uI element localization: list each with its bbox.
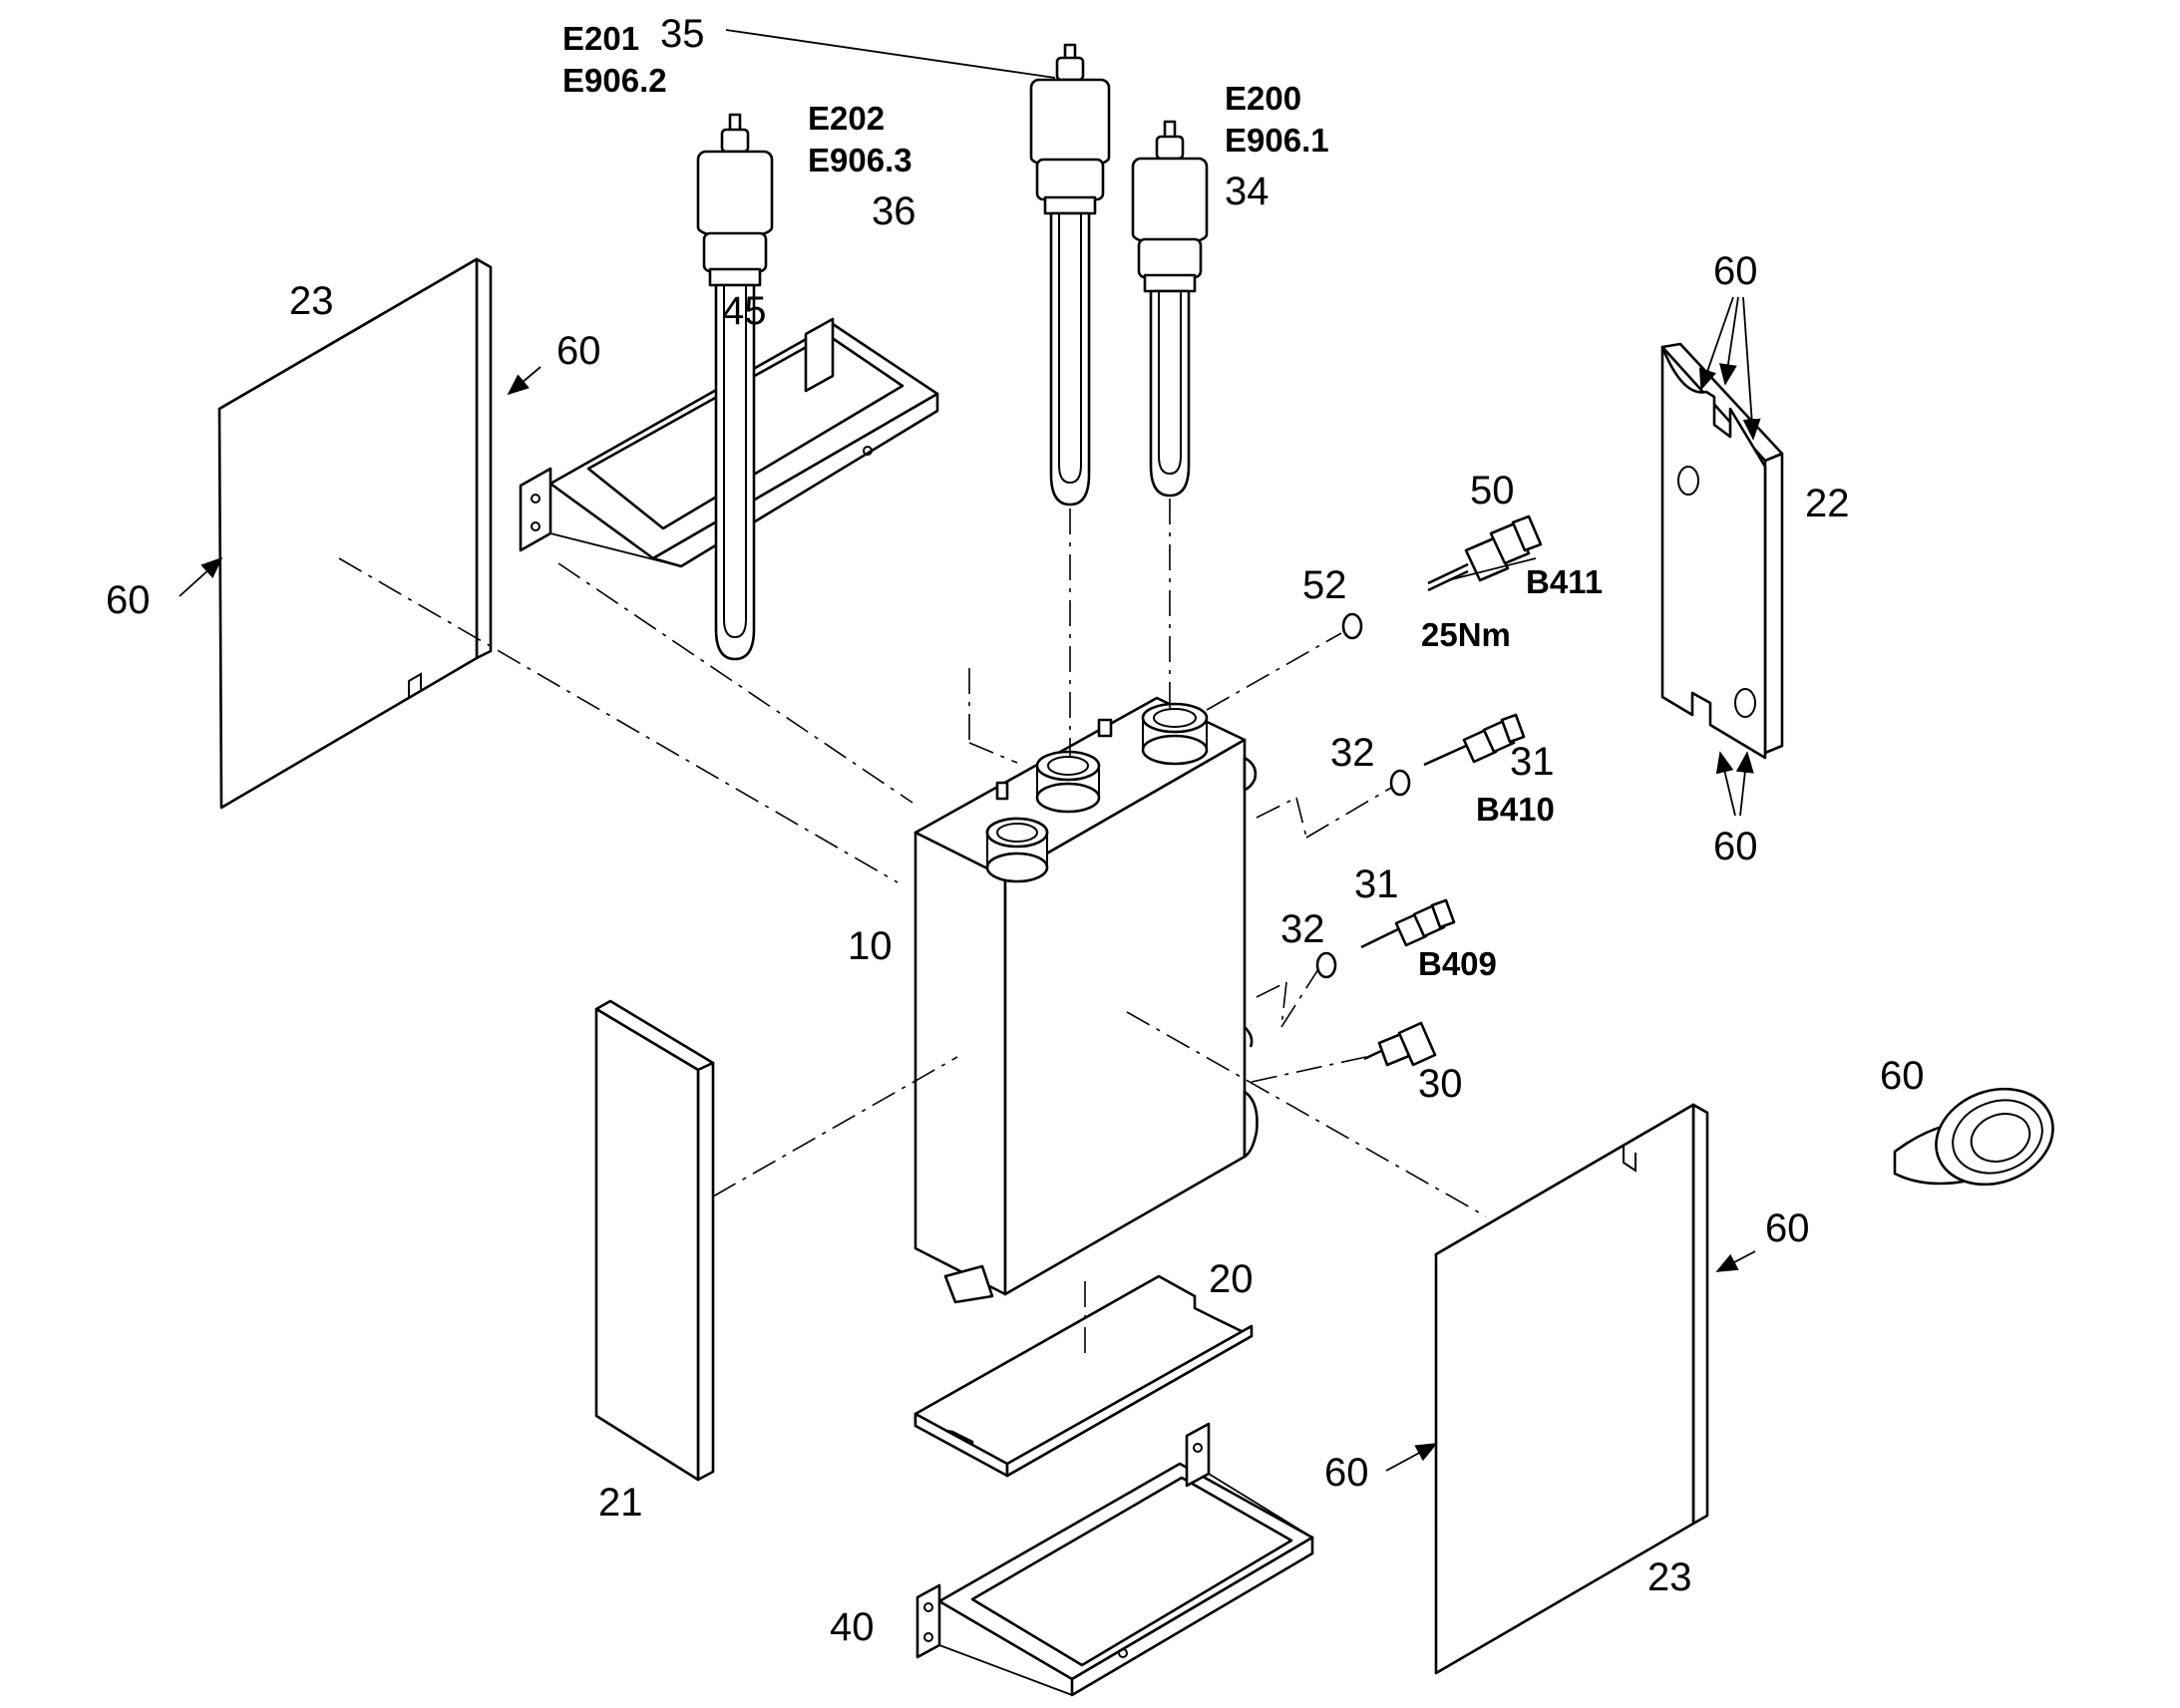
callout-23-right: 23 xyxy=(1647,1555,1692,1599)
tank-port-right xyxy=(1141,702,1209,766)
tank-port-left xyxy=(985,817,1049,883)
callout-21: 21 xyxy=(598,1481,643,1525)
leader-lines xyxy=(179,29,1761,1472)
callout-32-lower: 32 xyxy=(1280,907,1325,951)
callout-32-upper: 32 xyxy=(1330,731,1375,775)
callout-31-lower: 31 xyxy=(1354,862,1399,906)
code-e906-2: E906.2 xyxy=(562,62,667,99)
side-panel-21 xyxy=(594,999,715,1482)
callout-22: 22 xyxy=(1805,482,1850,525)
code-b409: B409 xyxy=(1418,945,1497,982)
code-e200: E200 xyxy=(1225,80,1301,117)
o-ring-32-lower xyxy=(1315,951,1337,979)
code-e202: E202 xyxy=(808,100,885,137)
callout-60-upper-left: 60 xyxy=(556,329,601,373)
component-codes: E201 E906.2 E202 E906.3 E200 E906.1 B411… xyxy=(562,20,1603,982)
callout-45: 45 xyxy=(722,289,767,333)
callout-60-plate-bottom: 60 xyxy=(1713,825,1758,868)
heating-element-36 xyxy=(696,113,774,661)
code-b410: B410 xyxy=(1476,791,1555,828)
callout-35: 35 xyxy=(660,12,705,56)
callout-10: 10 xyxy=(848,924,893,968)
tank xyxy=(913,696,1259,1304)
callout-60-plate-top: 60 xyxy=(1713,249,1758,293)
callout-31-upper: 31 xyxy=(1510,740,1555,784)
code-e906-3: E906.3 xyxy=(808,142,912,178)
bottom-tray xyxy=(915,1422,1314,1697)
callout-60-right-panel: 60 xyxy=(1765,1206,1810,1250)
o-ring-52 xyxy=(1341,612,1363,640)
callout-40: 40 xyxy=(830,1605,875,1649)
bottom-insulation xyxy=(913,1274,1254,1478)
heating-element-34 xyxy=(1131,120,1209,498)
callout-labels: 35 36 34 23 45 60 60 60 22 60 50 52 32 3… xyxy=(106,12,1925,1649)
right-insulation-panel xyxy=(1434,1103,1709,1675)
left-insulation-panel xyxy=(217,257,493,810)
sensor-50 xyxy=(1427,514,1543,592)
torque-25nm: 25Nm xyxy=(1421,616,1511,653)
centre-lines xyxy=(338,499,1487,1356)
fitting-30 xyxy=(1363,1021,1437,1067)
tank-port-middle xyxy=(1035,750,1101,814)
code-e201: E201 xyxy=(562,20,639,57)
code-e906-1: E906.1 xyxy=(1225,122,1329,159)
sensor-31-upper xyxy=(1423,713,1526,767)
callout-20: 20 xyxy=(1209,1257,1254,1301)
tape-roll xyxy=(1893,1087,2054,1187)
o-ring-32-upper xyxy=(1389,769,1411,797)
callout-52: 52 xyxy=(1302,563,1347,607)
callout-60-right-panel-left: 60 xyxy=(1324,1451,1369,1495)
heating-element-35 xyxy=(1029,43,1111,507)
callout-23-left: 23 xyxy=(289,279,334,323)
mounting-plate-22 xyxy=(1660,342,1784,760)
code-b411: B411 xyxy=(1526,563,1603,600)
callout-60-tape: 60 xyxy=(1880,1054,1925,1098)
callout-30: 30 xyxy=(1418,1062,1463,1106)
callout-50: 50 xyxy=(1470,469,1515,512)
callout-36: 36 xyxy=(872,189,916,233)
callout-60-left: 60 xyxy=(106,578,151,622)
callout-34: 34 xyxy=(1225,170,1270,213)
sensor-31-lower xyxy=(1360,898,1456,949)
